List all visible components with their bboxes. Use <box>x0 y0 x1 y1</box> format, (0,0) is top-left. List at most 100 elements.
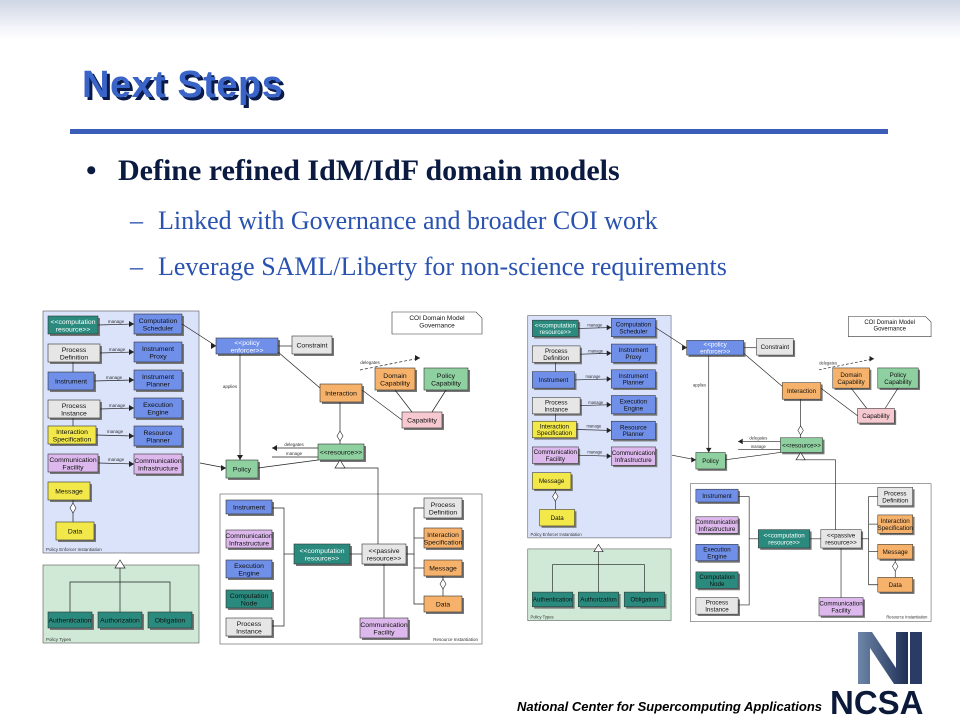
association-line <box>431 389 447 413</box>
sub-bullet-1: –Linked with Governance and broader COI … <box>130 206 658 236</box>
uml-class-label: Planner <box>146 437 170 444</box>
association-line <box>580 404 612 406</box>
uml-class-box <box>781 382 822 400</box>
uml-class-label: Process <box>884 490 907 497</box>
arrow-head <box>606 350 612 357</box>
generalization-triangle <box>795 451 806 461</box>
uml-class-label: <<computation <box>51 319 96 326</box>
association-line <box>277 351 321 389</box>
uml-class-label: Facility <box>546 456 566 463</box>
uml-class-label: Infrastructure <box>615 457 652 464</box>
uml-class-label: Data <box>68 529 83 536</box>
association-line <box>820 387 858 416</box>
uml-class-label: Planner <box>623 431 645 438</box>
uml-class-label: <<computation <box>763 533 805 540</box>
edge-label: manage <box>108 319 125 324</box>
association-line <box>850 387 868 409</box>
slide-title: Next Steps <box>82 64 284 106</box>
uml-class-label: resource>> <box>56 326 90 333</box>
edge-label: Policy Types <box>531 615 554 620</box>
uml-class-label: Instrument <box>233 505 265 512</box>
uml-class-label: enforcer>> <box>700 348 731 355</box>
uml-class-label: Execution <box>234 563 264 570</box>
arrow-head <box>738 438 743 445</box>
uml-class-label: Process <box>706 600 729 607</box>
uml-class-label: Instance <box>236 628 262 635</box>
bullet-marker: • <box>86 154 97 187</box>
uml-class-label: Instrument <box>142 346 174 353</box>
arrow-head <box>606 453 612 459</box>
arrow-head <box>705 447 712 453</box>
uml-class-label: resource>> <box>825 540 857 547</box>
arrow-head <box>606 401 612 408</box>
uml-class-label: Resource <box>620 424 647 431</box>
edge-label: Resource Instantiation <box>886 615 928 620</box>
uml-class-label: Constraint <box>297 343 328 350</box>
association-line <box>884 387 899 409</box>
uml-class-label: <<resource>> <box>320 450 362 457</box>
generalization-triangle <box>334 459 346 469</box>
uml-class-label: Policy <box>233 467 252 474</box>
package-policy-types <box>527 548 672 621</box>
arrow-head <box>606 427 612 434</box>
uml-class-label: Capability <box>862 413 890 420</box>
uml-class-box <box>225 617 273 637</box>
uml-class-label: Process <box>545 348 568 355</box>
arrow-head <box>415 355 420 361</box>
aggregation-diamond <box>439 578 447 590</box>
uml-class-label: Interaction <box>787 388 817 395</box>
governance-note <box>391 311 483 335</box>
uml-class-box <box>695 571 739 589</box>
note-text: Governance <box>873 327 906 333</box>
association-line <box>99 407 135 410</box>
uml-class-label: Resource <box>143 430 172 437</box>
arrow-head <box>129 461 134 467</box>
aggregation-diamond <box>552 491 559 502</box>
uml-class-label: Engine <box>147 409 168 416</box>
association-line <box>861 496 878 540</box>
uml-class-label: Engine <box>624 405 644 412</box>
note-text: Governance <box>419 323 455 330</box>
uml-class-label: Proxy <box>625 354 642 361</box>
uml-class-label: Scheduler <box>143 325 174 332</box>
generalization-triangle <box>593 543 604 553</box>
uml-class-label: Communication <box>695 519 739 526</box>
uml-class-label: Communication <box>49 457 96 464</box>
uml-class-label: Domain <box>383 373 407 380</box>
edge-label: manage <box>286 451 303 456</box>
arrow-head <box>129 349 134 355</box>
uml-class-label: Instrument <box>539 377 569 384</box>
uml-class-label: Engine <box>238 570 259 577</box>
uml-class-label: enforcer>> <box>231 347 264 354</box>
association-line <box>97 323 135 326</box>
edge-label: Policy Enforcer Instantiation <box>46 547 102 552</box>
association-line <box>580 352 612 355</box>
uml-class-label: Capability <box>407 418 437 425</box>
edge-label: delegates <box>749 436 767 441</box>
edge-label: Policy Enforcer Instantiation <box>531 532 583 537</box>
note-text: COI Domain Model <box>409 315 465 322</box>
association-line <box>413 554 424 605</box>
uml-class-box <box>695 597 739 615</box>
uml-class-label: <<computation <box>535 322 577 329</box>
uml-class-label: Process <box>431 502 456 509</box>
uml-class-label: Definition <box>60 354 89 361</box>
association-line <box>99 351 135 354</box>
uml-class-box <box>695 452 726 470</box>
edge-label: Policy Types <box>46 637 72 642</box>
association-line <box>574 378 612 381</box>
uml-class-label: Message <box>429 566 457 573</box>
edge-label: applies <box>223 384 238 389</box>
uml-class-box <box>225 589 273 609</box>
uml-class-box <box>225 459 259 479</box>
arrow-head <box>211 343 216 349</box>
uml-class-label: Capability <box>431 380 461 387</box>
uml-class-label: Instrument <box>55 379 87 386</box>
arrow-head <box>682 344 687 351</box>
edge-label: manage <box>587 449 603 454</box>
uml-class-label: resource>> <box>305 555 339 562</box>
edge-label: delegates <box>819 360 837 365</box>
uml-class-label: Engine <box>707 553 727 560</box>
edge-label: manage <box>109 347 126 352</box>
